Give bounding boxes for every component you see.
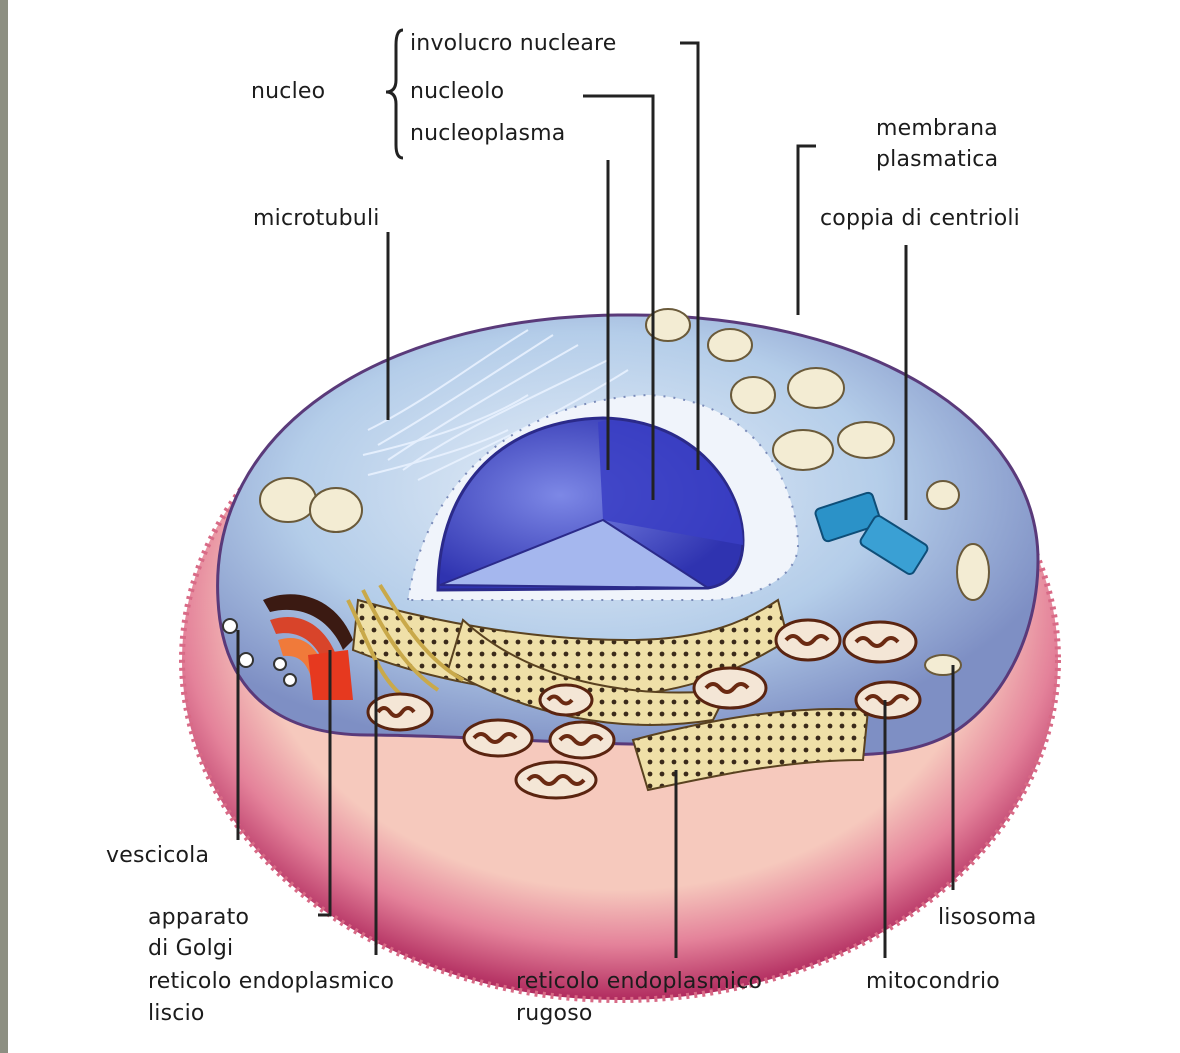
cell-diagram: nucleo involucro nucleare nucleolo nucle… bbox=[8, 0, 1180, 1053]
label-mitocondrio: mitocondrio bbox=[866, 969, 1000, 994]
label-coppia-centrioli: coppia di centrioli bbox=[820, 206, 1020, 231]
label-involucro-nucleare: involucro nucleare bbox=[410, 31, 617, 56]
label-membrana: membrana bbox=[876, 116, 998, 141]
label-lisosoma: lisosoma bbox=[938, 905, 1037, 930]
label-microtubuli: microtubuli bbox=[253, 206, 380, 231]
label-reticolo-rugoso: reticolo endoplasmico bbox=[516, 969, 762, 994]
label-nucleoplasma: nucleoplasma bbox=[410, 121, 565, 146]
label-plasmatica: plasmatica bbox=[876, 147, 998, 172]
diagram-frame: nucleo involucro nucleare nucleolo nucle… bbox=[8, 0, 1180, 1053]
label-vescicola: vescicola bbox=[106, 843, 209, 868]
label-nucleolo: nucleolo bbox=[410, 79, 504, 104]
label-nucleo: nucleo bbox=[251, 79, 325, 104]
label-apparato: apparato bbox=[148, 905, 249, 930]
label-liscio: liscio bbox=[148, 1001, 205, 1026]
label-reticolo-liscio: reticolo endoplasmico bbox=[148, 969, 394, 994]
label-di-golgi: di Golgi bbox=[148, 936, 233, 961]
label-rugoso: rugoso bbox=[516, 1001, 593, 1026]
